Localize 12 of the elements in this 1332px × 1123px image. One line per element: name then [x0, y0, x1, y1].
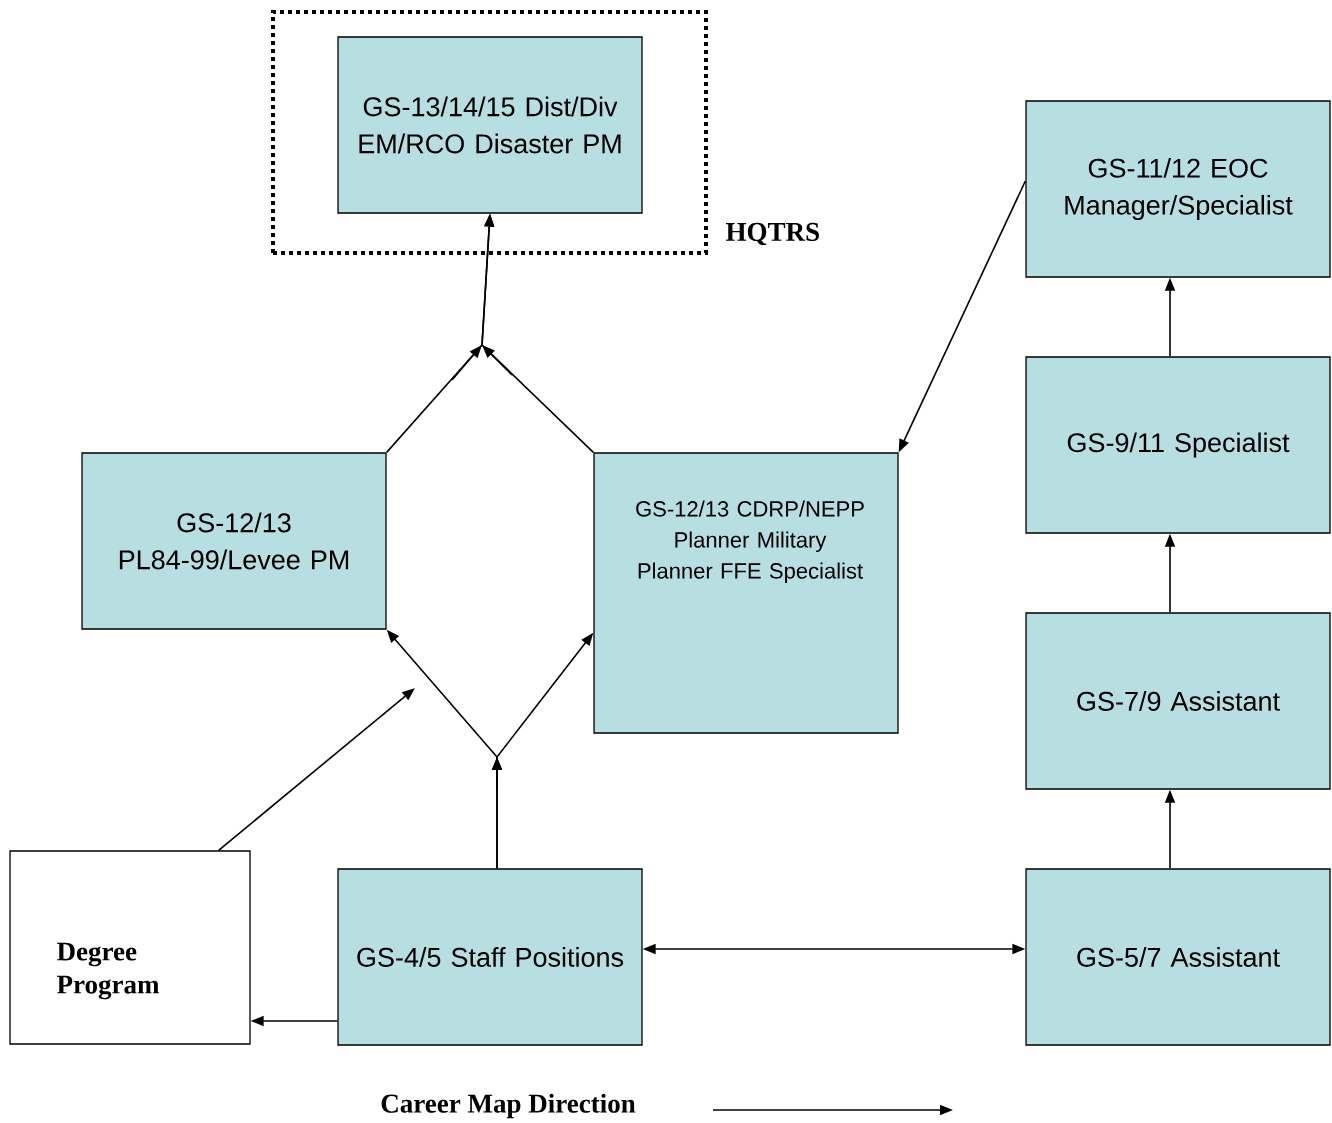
note-text: Career Map Direction — [381, 1093, 636, 1119]
position-box: GS-5/7 Assistant — [1025, 868, 1331, 1046]
arrow — [217, 688, 415, 852]
frame-heading: HQTRS — [726, 222, 819, 246]
position-box: GS-4/5 Staff Positions — [337, 868, 643, 1046]
program-box: Degree Program — [9, 850, 251, 1045]
position-box: GS-7/9 Assistant — [1025, 612, 1331, 790]
position-box: GS-9/11 Specialist — [1025, 356, 1331, 534]
position-box: GS-12/13 PL84-99/Levee PM — [81, 452, 387, 630]
position-box: GS-13/14/15 Dist/Div EM/RCO Disaster PM — [337, 36, 643, 214]
position-box: GS-12/13 CDRP/NEPP Planner Military Planner FFE Specialist — [593, 452, 899, 734]
position-box: GS-11/12 EOC Manager/Specialist — [1025, 100, 1331, 278]
